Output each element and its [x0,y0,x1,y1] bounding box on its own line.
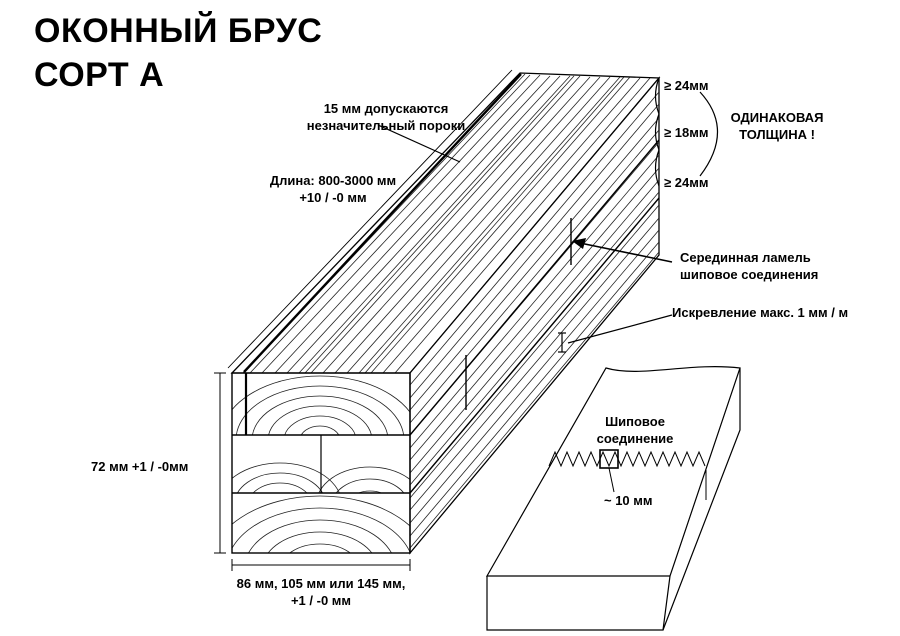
title-line-1: ОКОННЫЙ БРУС [34,12,323,50]
width-dimension [231,559,411,571]
length-dimension [227,69,513,369]
height-label: 72 мм +1 / -0мм [91,459,189,474]
equal-thickness-label: ОДИНАКОВАЯ ТОЛЩИНА ! [722,109,832,143]
defects-label: 15 мм допускаются незначительный пороки [286,100,486,134]
thickness-braces [654,77,718,187]
thickness-top-label: ≥ 24мм [664,78,709,93]
width-label-line-2: +1 / -0 мм [290,593,352,608]
joint-label: Шиповое соединение [580,413,690,447]
joint-label-line-2: соединение [596,431,674,446]
joint-label-line-1: Шиповое [605,414,665,429]
defects-leader [377,124,461,163]
equal-thickness-line-2: ТОЛЩИНА ! [739,127,815,142]
length-label-line-2: +10 / -0 мм [299,190,367,205]
equal-thickness-line-1: ОДИНАКОВАЯ [730,110,824,125]
width-label-line-1: 86 мм, 105 мм или 145 мм, [236,576,406,591]
height-dimension [214,372,226,554]
finger-joint-inset [485,366,741,631]
joint-size-label: ~ 10 мм [604,493,653,508]
defects-label-line-2: незначительный пороки [306,118,466,133]
middle-lamella-arrow [572,238,673,263]
middle-lamella-line-2: шиповое соединения [680,267,819,282]
length-label-line-1: Длина: 800-3000 мм [269,173,397,188]
width-label: 86 мм, 105 мм или 145 мм, +1 / -0 мм [216,575,426,609]
title-line-2: СОРТ А [34,56,165,94]
defects-label-line-1: 15 мм допускаются [323,101,449,116]
beam-top-face [230,72,661,374]
beam-side-face [409,76,660,555]
beam-end-face [231,372,411,554]
thickness-bottom-label: ≥ 24мм [664,175,709,190]
curvature-marker [558,314,673,353]
middle-lamella-label: Серединная ламель шиповое соединения [680,249,818,283]
curvature-label: Искревление макс. 1 мм / м [672,305,849,320]
middle-lamella-line-1: Серединная ламель [680,250,811,265]
thickness-middle-label: ≥ 18мм [664,125,709,140]
length-label: Длина: 800-3000 мм +10 / -0 мм [248,172,418,206]
